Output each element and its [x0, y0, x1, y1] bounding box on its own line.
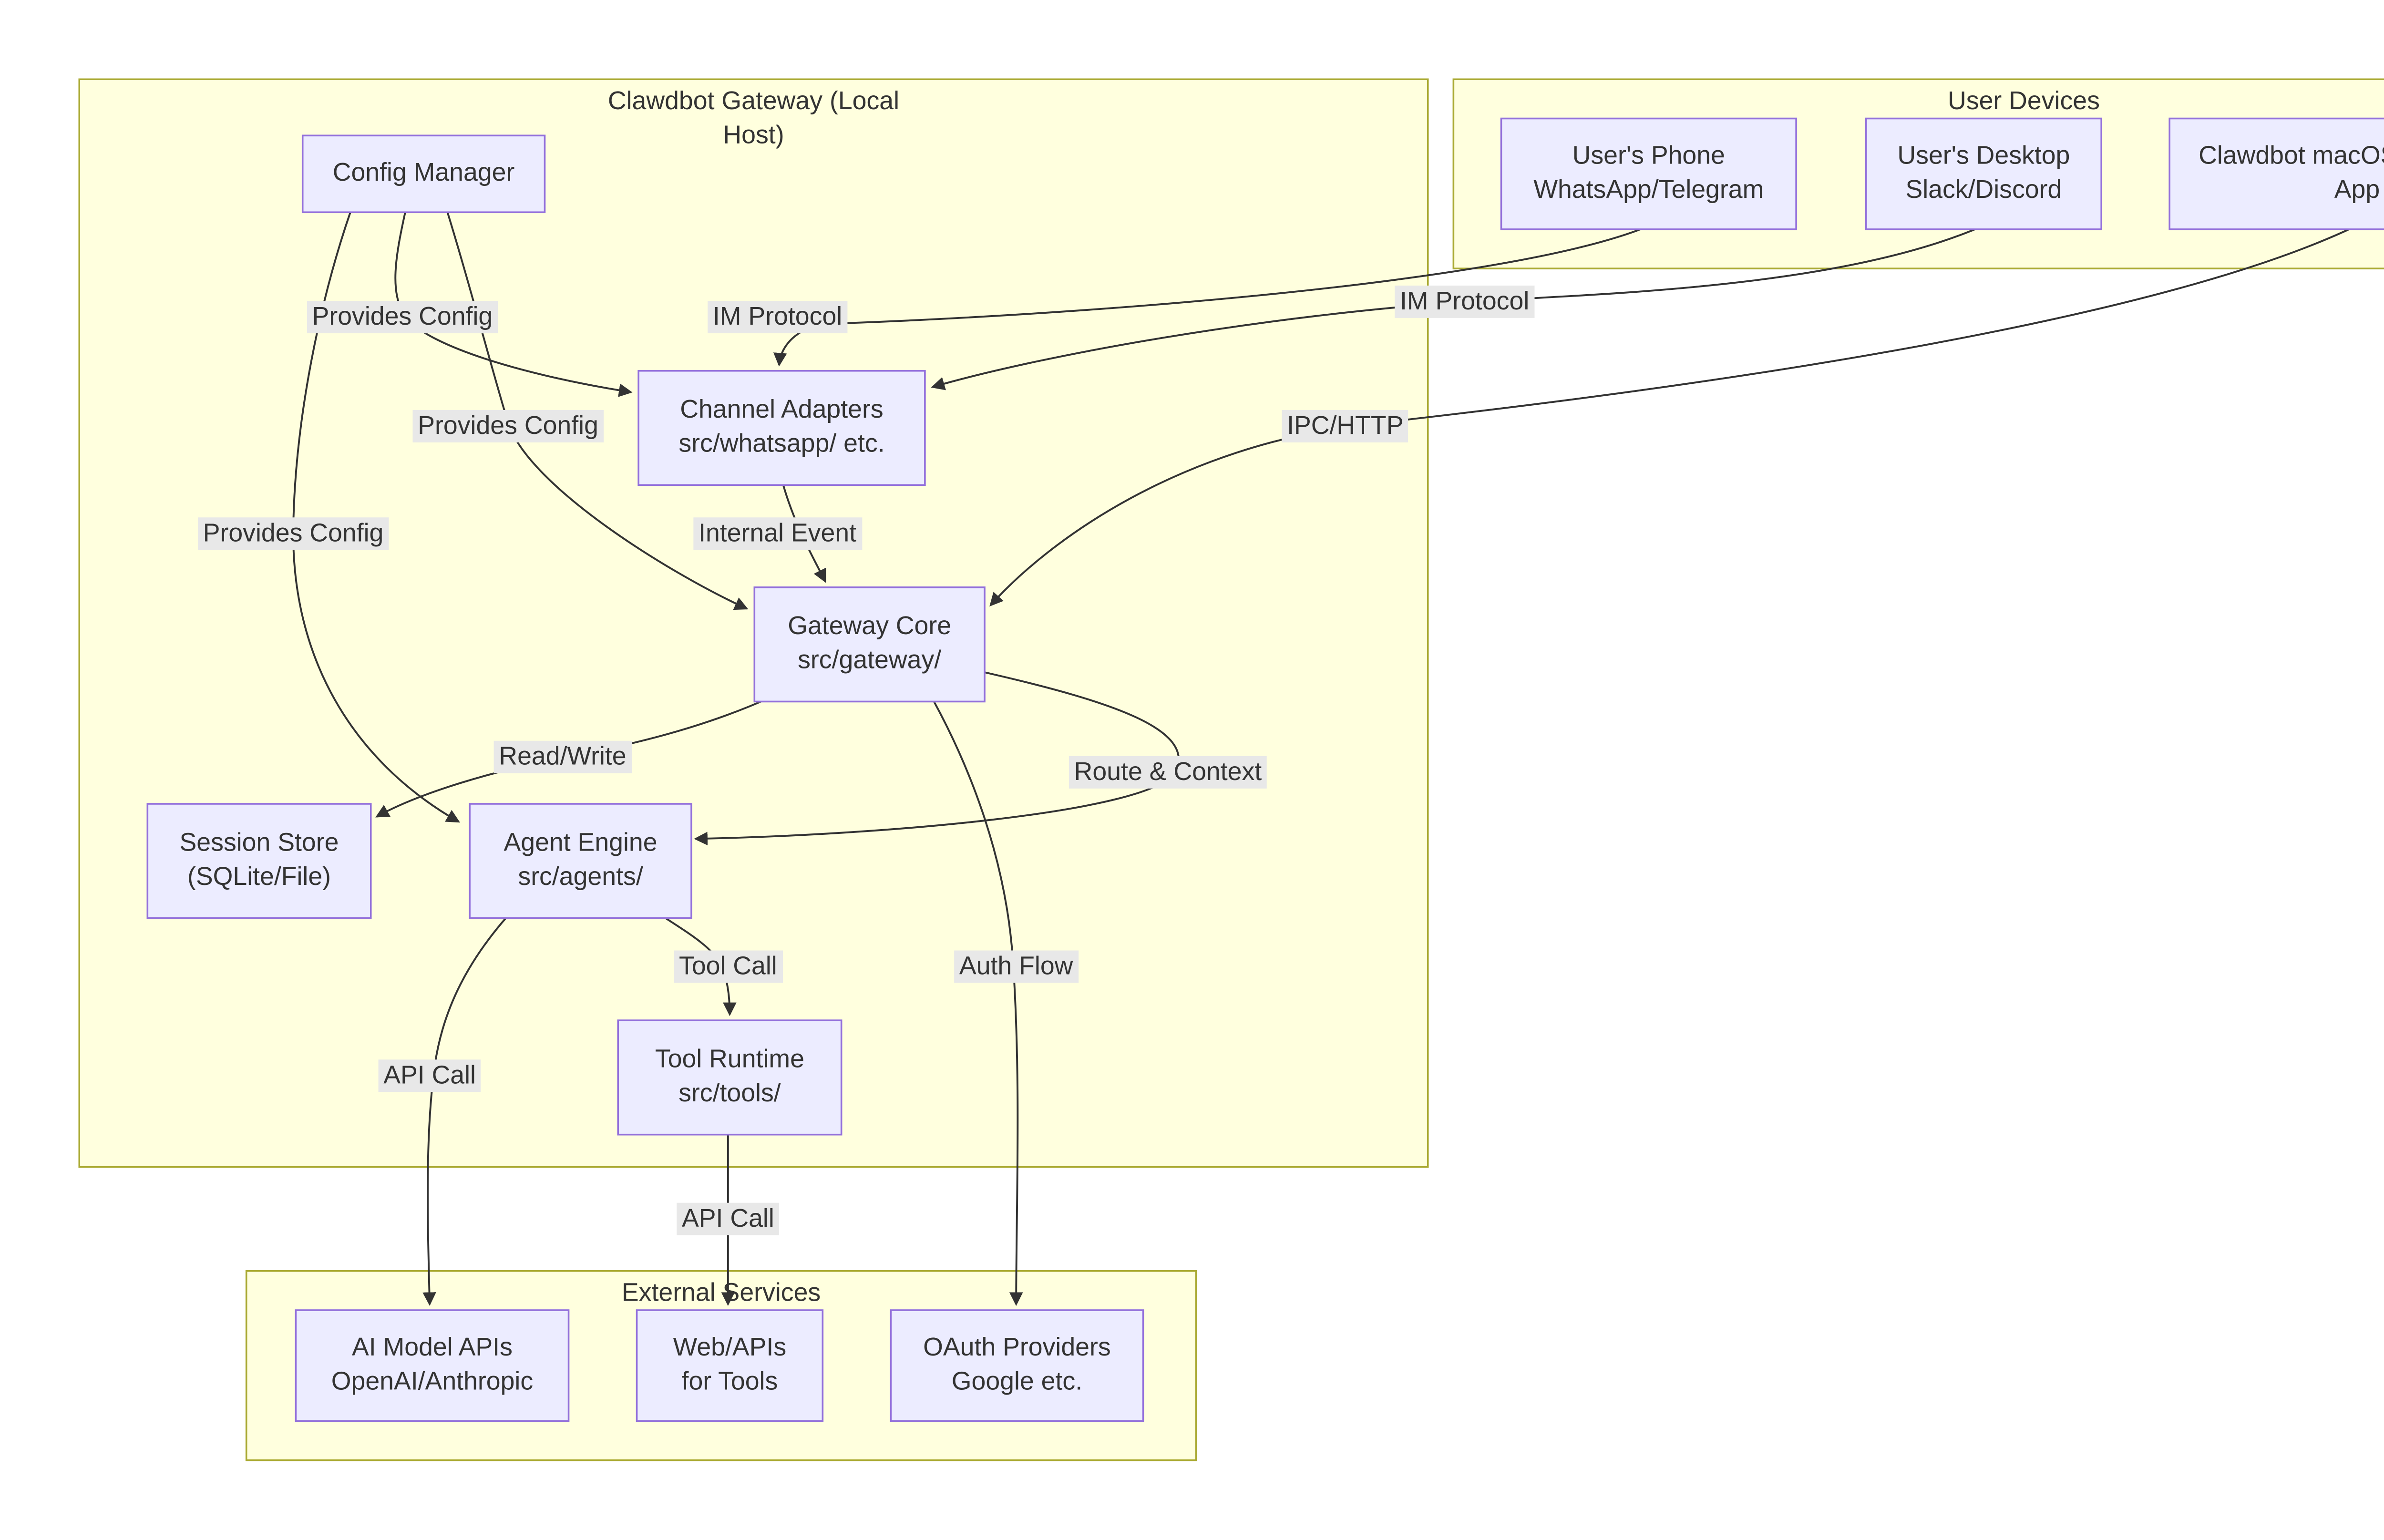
node-sublabel: for Tools	[681, 1367, 778, 1396]
edge-label-ipc-http: IPC/HTTP	[1282, 410, 1409, 442]
node-session-store: Session Store (SQLite/File)	[146, 803, 372, 919]
edge-label-im-protocol-phone: IM Protocol	[708, 301, 847, 334]
edge-label-im-protocol-desktop: IM Protocol	[1395, 285, 1534, 318]
cluster-title-line1: Clawdbot Gateway (Local	[607, 87, 900, 116]
node-oauth-providers: OAuth Providers Google etc.	[890, 1309, 1144, 1422]
node-sublabel: src/agents/	[518, 862, 643, 892]
node-sublabel: OpenAI/Anthropic	[331, 1367, 534, 1396]
node-ai-model-apis: AI Model APIs OpenAI/Anthropic	[295, 1309, 570, 1422]
cluster-user-devices-title: User Devices	[1948, 87, 2100, 116]
node-sublabel: WhatsApp/Telegram	[1533, 175, 1764, 205]
edge-label-internal-event: Internal Event	[693, 517, 862, 550]
node-macos-menubar-app: Clawdbot macOS Menu Bar App	[2168, 117, 2384, 230]
node-sublabel: Slack/Discord	[1905, 175, 2062, 205]
edge-label-read-write: Read/Write	[493, 740, 632, 773]
node-label: Web/APIs	[673, 1333, 787, 1363]
edge-label-provides-config-core: Provides Config	[412, 410, 604, 442]
node-config-manager: Config Manager	[301, 134, 546, 213]
cluster-external-services-title: External Services	[621, 1278, 821, 1308]
node-agent-engine: Agent Engine src/agents/	[469, 803, 692, 919]
node-label: Gateway Core	[788, 612, 952, 641]
cluster-clawdbot-gateway-title: Clawdbot Gateway (Local Host)	[80, 85, 1427, 154]
edge-label-provides-config-engine: Provides Config	[197, 517, 389, 550]
node-sublabel: (SQLite/File)	[187, 862, 331, 892]
node-label: OAuth Providers	[923, 1333, 1111, 1363]
node-label: User's Phone	[1572, 141, 1725, 171]
node-gateway-core: Gateway Core src/gateway/	[753, 586, 986, 703]
node-web-apis: Web/APIs for Tools	[636, 1309, 824, 1422]
node-label: AI Model APIs	[352, 1333, 513, 1363]
node-label: Agent Engine	[504, 828, 658, 858]
edge-label-route-context: Route & Context	[1069, 756, 1267, 789]
node-channel-adapters: Channel Adapters src/whatsapp/ etc.	[637, 370, 926, 486]
edge-label-api-call-model: API Call	[378, 1059, 481, 1092]
node-sublabel: src/tools/	[678, 1079, 781, 1109]
node-sublabel: Google etc.	[951, 1367, 1083, 1396]
node-label: Channel Adapters	[680, 395, 884, 425]
node-sublabel: App	[2334, 175, 2380, 205]
node-sublabel: src/whatsapp/ etc.	[678, 430, 885, 459]
node-label: Clawdbot macOS Menu Bar	[2199, 141, 2384, 171]
edge-label-tool-call: Tool Call	[674, 950, 782, 983]
node-label: Tool Runtime	[655, 1045, 804, 1074]
edge-label-provides-config-adapters: Provides Config	[307, 301, 498, 334]
node-label: Session Store	[179, 828, 339, 858]
node-users-desktop: User's Desktop Slack/Discord	[1865, 117, 2102, 230]
node-tool-runtime: Tool Runtime src/tools/	[617, 1019, 843, 1136]
node-sublabel: src/gateway/	[798, 646, 942, 676]
cluster-title-line2: Host)	[723, 121, 784, 150]
edge-label-api-call-web: API Call	[677, 1202, 780, 1235]
node-users-phone: User's Phone WhatsApp/Telegram	[1500, 117, 1797, 230]
edge-label-auth-flow: Auth Flow	[954, 950, 1079, 983]
node-label: Config Manager	[332, 158, 515, 188]
node-label: User's Desktop	[1897, 141, 2070, 171]
